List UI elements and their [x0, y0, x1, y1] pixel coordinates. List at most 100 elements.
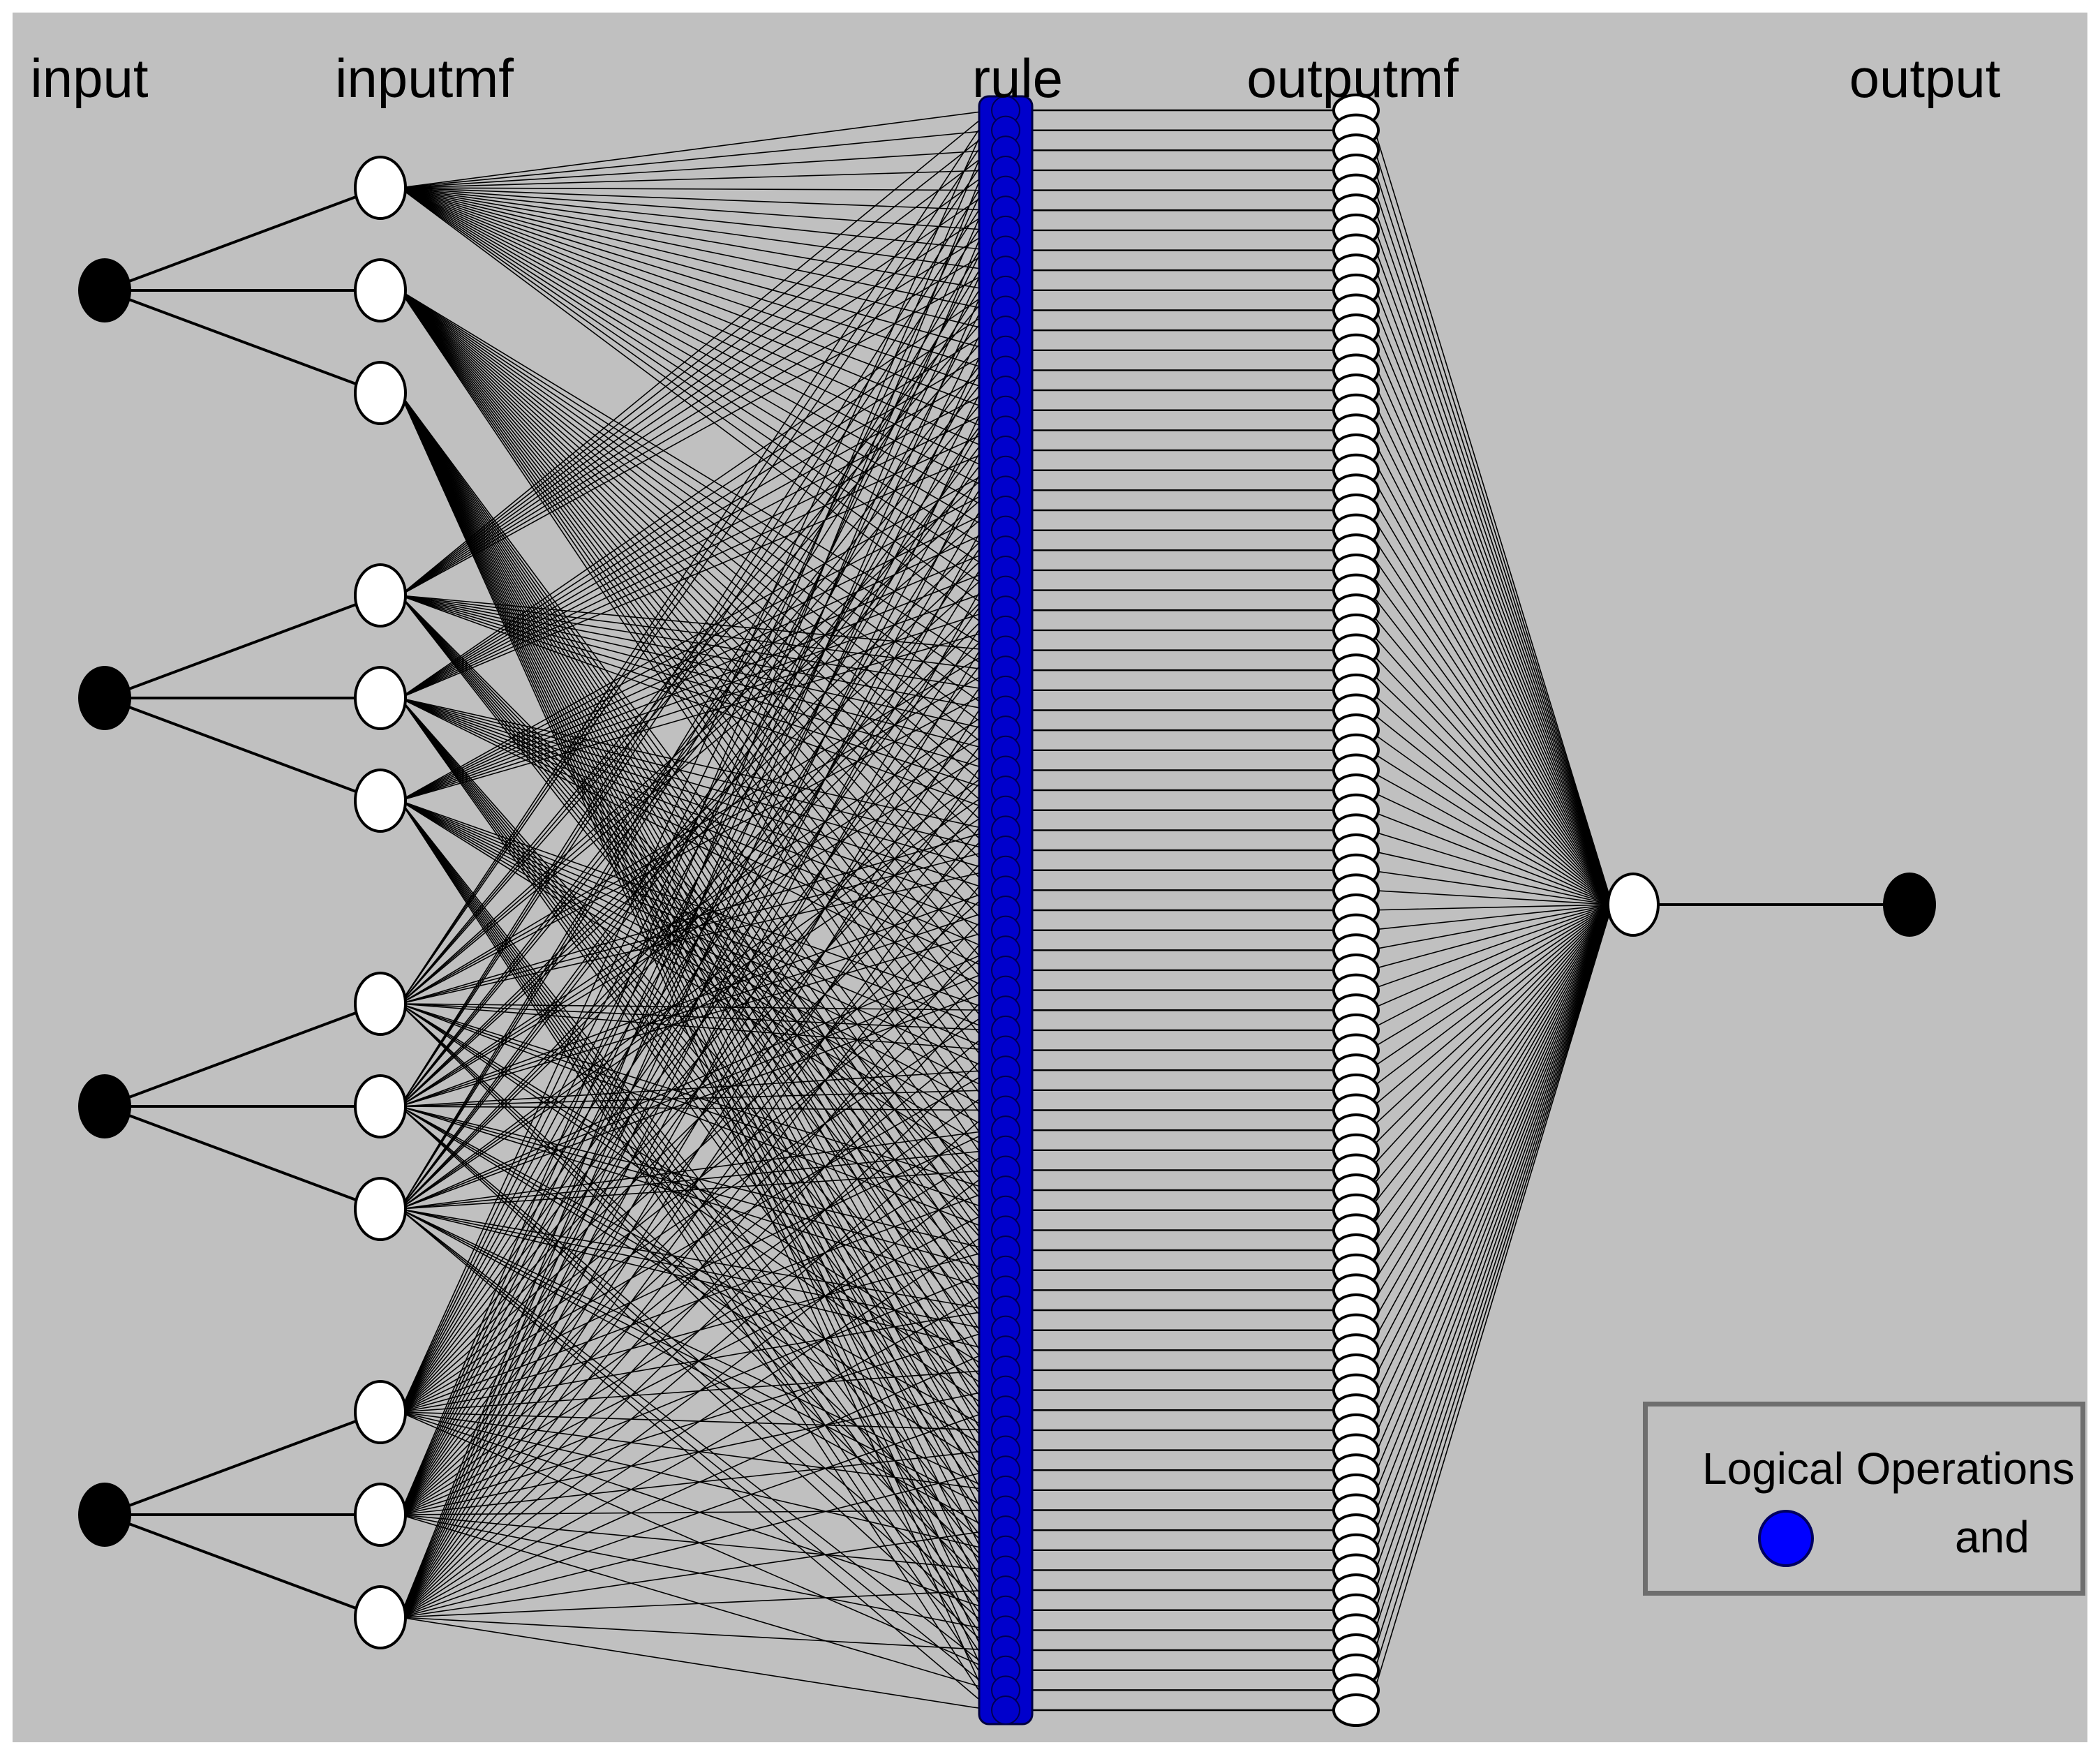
- mf-to-rule-edge: [399, 1109, 992, 1618]
- outputmf-to-output-edge: [1368, 904, 1613, 1031]
- outputmf-to-output-edge: [1368, 904, 1613, 1291]
- mf-to-rule-edge: [399, 189, 992, 596]
- outputmf-to-output-edge: [1368, 869, 1613, 905]
- outputmf-to-output-edge: [1368, 904, 1613, 931]
- mf-to-rule-edge: [399, 1069, 992, 1413]
- inputmf-node-2-1: [354, 563, 407, 628]
- mf-to-rule-edge: [399, 1106, 992, 1251]
- mf-to-rule-edge: [399, 1129, 992, 1210]
- mf-to-rule-edge: [399, 392, 992, 1511]
- outputmf-to-output-edge: [1368, 904, 1613, 1431]
- column-label-output: output: [1849, 47, 2001, 109]
- mf-to-rule-edge: [399, 570, 992, 1107]
- outputmf-to-output-edge: [1368, 530, 1613, 905]
- rule-to-outputmf-edges: [1006, 109, 1356, 1712]
- inputmf-node-3-3: [354, 1177, 407, 1241]
- outputmf-to-output-edge: [1368, 904, 1613, 951]
- mf-to-rule-edge: [399, 1150, 992, 1210]
- outputmf-to-output-edge: [1368, 904, 1613, 1251]
- mf-to-rule-edge: [399, 187, 992, 231]
- mf-to-rule-edge: [399, 389, 992, 1618]
- column-label-rule: rule: [971, 47, 1064, 109]
- mf-to-rule-edge: [399, 1514, 992, 1691]
- mf-to-rule-edge: [399, 290, 992, 791]
- mf-to-rule-edge: [399, 290, 992, 811]
- mf-to-rule-edge: [399, 290, 992, 831]
- mf-to-rule-edge: [399, 589, 992, 801]
- mf-to-rule-edge: [399, 800, 992, 1051]
- outputmf-to-output-edge: [1368, 904, 1613, 1151]
- mf-to-rule-edge: [399, 290, 992, 1111]
- mf-to-rule-edge: [399, 1106, 992, 1271]
- outputmf-to-output-edge: [1368, 709, 1613, 905]
- mf-to-rule-edge: [399, 149, 992, 188]
- inputmf-node-2-2: [354, 666, 407, 730]
- mf-to-rule-edge: [399, 769, 992, 1210]
- mf-to-rule-edge: [399, 290, 992, 911]
- mf-to-rule-edge: [399, 1049, 992, 1618]
- mf-to-rule-edge: [399, 389, 992, 1107]
- outputmf-to-output-edge: [1368, 904, 1613, 1271]
- mf-to-rule-edge: [399, 392, 992, 1211]
- input-node-1: [78, 258, 131, 322]
- mf-to-rule-edge: [399, 130, 992, 596]
- outputmf-to-output-edge: [1368, 904, 1613, 1131]
- outputmf-to-output-edge: [1368, 350, 1613, 905]
- mf-to-rule-edge: [399, 630, 992, 1210]
- mf-to-rule-edge: [399, 549, 992, 1107]
- mf-to-rule-edge: [399, 392, 992, 1471]
- outputmf-to-output-edge: [1368, 904, 1613, 1411]
- mf-to-rule-edge: [399, 290, 992, 1071]
- mf-to-rule-edge: [399, 290, 992, 1051]
- mf-to-rule-edge: [399, 810, 992, 1618]
- mf-to-rule-edge: [399, 729, 992, 1107]
- mf-to-rule-edge: [399, 595, 992, 651]
- mf-to-rule-edge: [399, 529, 992, 801]
- input-2-to-mf-3-edge: [104, 697, 381, 802]
- mf-to-rule-edge: [399, 290, 992, 1004]
- outputmf-to-output-edge: [1368, 269, 1613, 905]
- mf-to-rule-edge: [399, 429, 992, 699]
- mf-to-rule-edge: [399, 990, 992, 1618]
- mf-to-rule-edge: [399, 190, 992, 1107]
- mf-to-rule-edge: [399, 1269, 992, 1515]
- outputmf-to-output-edge: [1368, 904, 1613, 1631]
- outputmf-to-output-edge: [1368, 904, 1613, 1051]
- mf-to-rule-edge: [399, 595, 992, 751]
- mf-to-rule-edge: [399, 929, 992, 1107]
- mf-to-rule-edge: [399, 350, 992, 1107]
- outputmf-to-output-edge: [1368, 410, 1613, 905]
- mf-to-rule-edge: [399, 1169, 992, 1618]
- mf-to-rule-edge: [399, 1411, 992, 1611]
- mf-to-rule-edge: [399, 410, 992, 699]
- mf-to-rule-edge: [399, 392, 992, 1411]
- mf-to-rule-edge: [399, 530, 992, 1107]
- mf-to-rule-edge: [399, 609, 992, 1515]
- legend-title: Logical Operations: [1702, 1443, 2075, 1494]
- mf-to-rule-edge: [399, 392, 992, 1531]
- input-1-to-mf-1-edge: [104, 186, 381, 292]
- mf-to-rule-edge: [399, 209, 992, 1618]
- outputmf-to-output-edge: [1368, 250, 1613, 905]
- mf-to-rule-edge: [399, 800, 992, 1671]
- outputmf-to-output-edge: [1368, 649, 1613, 905]
- input-node-4: [78, 1483, 131, 1547]
- outputmf-to-output-edge: [1368, 889, 1613, 905]
- inputmf-node-4-3: [354, 1585, 407, 1649]
- inputmf-node-3-2: [354, 1074, 407, 1138]
- mf-to-rule-edge: [399, 329, 992, 699]
- inputmf-node-3-1: [354, 972, 407, 1036]
- mf-to-rule-edge: [399, 829, 992, 1004]
- mf-to-rule-edge: [399, 290, 992, 991]
- mf-to-rule-edge: [399, 290, 992, 1091]
- mf-to-rule-edge: [399, 800, 992, 1151]
- column-label-input: input: [30, 47, 149, 109]
- input-1-to-mf-3-edge: [104, 289, 381, 394]
- outputmf-to-output-edge: [1368, 904, 1613, 1311]
- mf-to-rule-edge: [399, 609, 992, 801]
- mf-to-rule-edge: [399, 800, 992, 1011]
- outputmf-to-output-edge: [1368, 904, 1613, 1071]
- mf-to-rule-edge: [399, 369, 992, 1107]
- outputmf-to-output-edge: [1368, 549, 1613, 905]
- mf-to-rule-edge: [399, 889, 992, 1107]
